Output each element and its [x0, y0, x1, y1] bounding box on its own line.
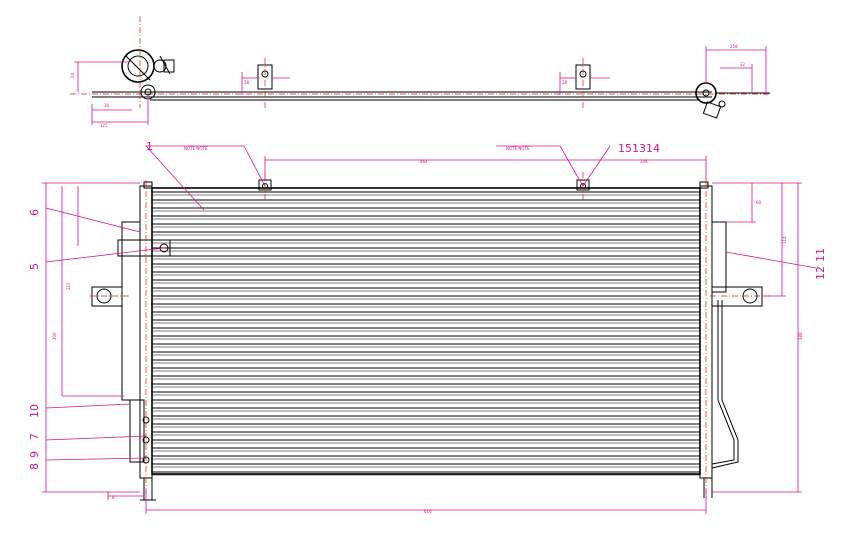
svg-text:32: 32 [740, 62, 746, 67]
balloon-12: 12 [814, 266, 827, 280]
svg-text:464: 464 [420, 159, 428, 164]
right-side-bracket [711, 221, 727, 293]
balloon-6: 6 [28, 209, 41, 216]
left-fitting [121, 49, 155, 83]
svg-text:258: 258 [730, 44, 738, 49]
balloon-1: 1 [146, 140, 153, 153]
balloon-14: 14 [646, 142, 660, 155]
core-fins [152, 191, 700, 476]
balloons: 1 6 5 10 7 9 8 15 13 14 11 12 [28, 140, 827, 470]
balloon-8: 8 [28, 463, 41, 470]
svg-text:60: 60 [756, 200, 762, 205]
svg-text:114: 114 [782, 236, 787, 244]
balloon-11: 11 [814, 248, 827, 262]
svg-text:8: 8 [112, 495, 115, 500]
svg-text:NOTE NOTE: NOTE NOTE [506, 146, 530, 151]
svg-text:222: 222 [66, 282, 71, 290]
svg-text:300: 300 [52, 332, 57, 340]
svg-text:616: 616 [424, 509, 432, 514]
balloon-5: 5 [28, 263, 41, 270]
svg-text:1: 1 [430, 93, 433, 98]
svg-text:104: 104 [640, 159, 648, 164]
svg-text:NOTE NOTE: NOTE NOTE [184, 146, 208, 151]
svg-text:28: 28 [562, 80, 568, 85]
balloon-7: 7 [28, 433, 41, 440]
svg-text:28: 28 [244, 80, 250, 85]
front-view: 616 464 104 300 222 388 114 60 8 [42, 145, 817, 514]
svg-text:30: 30 [104, 103, 110, 108]
svg-text:24: 24 [70, 72, 75, 78]
svg-text:388: 388 [798, 332, 803, 340]
top-view: 125 30 24 28 28 258 32 1 [70, 16, 770, 128]
left-side-bracket [121, 221, 141, 401]
balloon-13: 13 [632, 142, 646, 155]
svg-text:125: 125 [100, 123, 108, 128]
balloon-9: 9 [28, 451, 41, 458]
balloon-15: 15 [618, 142, 632, 155]
right-fitting [695, 82, 717, 104]
balloon-10: 10 [28, 404, 41, 418]
